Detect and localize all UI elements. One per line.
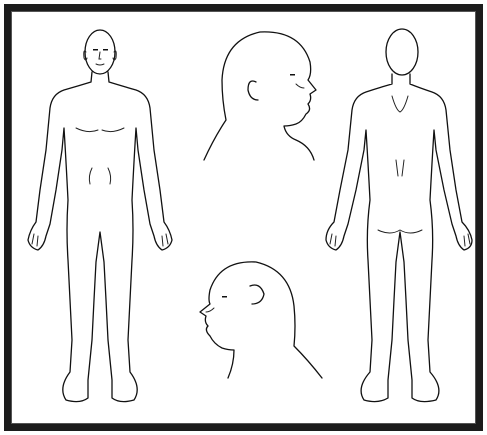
front-eyes bbox=[93, 49, 108, 51]
head-left-profile-figure bbox=[200, 262, 322, 378]
back-lower-spine bbox=[396, 160, 404, 176]
right-profile-eye bbox=[290, 74, 295, 76]
left-profile-eye bbox=[222, 296, 227, 298]
front-chest bbox=[76, 128, 124, 132]
left-profile-ear bbox=[250, 285, 264, 304]
back-spine-top bbox=[392, 96, 408, 112]
back-head bbox=[386, 29, 418, 75]
front-mouth bbox=[96, 64, 104, 65]
back-body-outline bbox=[326, 74, 472, 402]
right-profile-ear bbox=[248, 81, 258, 100]
front-abdomen bbox=[89, 168, 110, 184]
right-profile-outline bbox=[204, 32, 316, 160]
left-profile-outline bbox=[200, 262, 322, 378]
front-nose bbox=[99, 52, 101, 59]
body-back-figure bbox=[326, 29, 472, 402]
front-body-outline bbox=[28, 72, 172, 402]
body-front-figure bbox=[28, 30, 172, 402]
head-right-profile-figure bbox=[204, 32, 316, 160]
left-profile-nostril bbox=[206, 308, 214, 312]
right-profile-nostril bbox=[296, 84, 304, 88]
